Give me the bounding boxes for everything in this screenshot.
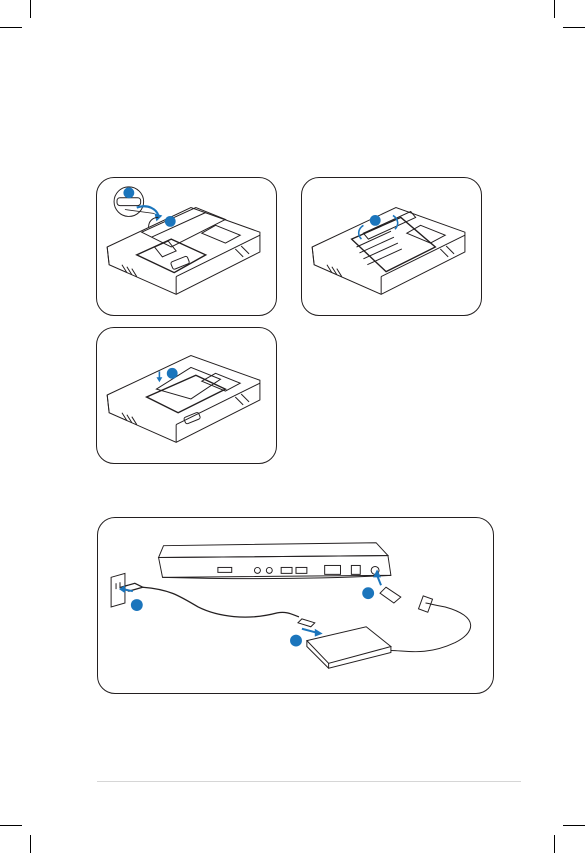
step-badge-2 xyxy=(165,216,176,227)
crop-mark xyxy=(0,825,22,826)
ac-adapter-icon xyxy=(298,587,471,668)
crop-mark xyxy=(0,27,22,28)
crop-mark xyxy=(563,27,585,28)
step-badge-1 xyxy=(131,599,143,611)
crop-mark xyxy=(563,825,585,826)
crop-mark xyxy=(30,0,31,18)
power-connection-illustration xyxy=(98,518,493,693)
crop-mark xyxy=(554,835,555,853)
power-cord-icon xyxy=(121,583,299,617)
footer-rule xyxy=(97,781,521,782)
step-badge-4 xyxy=(167,368,178,379)
battery-step-panel-1 xyxy=(96,177,277,316)
step-badge-3 xyxy=(370,215,381,226)
crop-mark xyxy=(30,835,31,853)
battery-step-panel-3 xyxy=(96,327,277,464)
battery-step-panel-2 xyxy=(301,177,482,316)
crop-mark xyxy=(554,0,555,18)
zoom-callout xyxy=(114,187,154,217)
step-badge-2 xyxy=(290,635,302,647)
laptop-bottom-illustration xyxy=(97,178,276,315)
power-connection-panel xyxy=(97,517,494,694)
laptop-bottom-illustration xyxy=(302,178,481,315)
laptop-side-icon xyxy=(159,543,391,579)
laptop-bottom-illustration xyxy=(97,328,276,463)
step-badge-1 xyxy=(123,187,134,198)
step-badge-3 xyxy=(362,587,374,599)
